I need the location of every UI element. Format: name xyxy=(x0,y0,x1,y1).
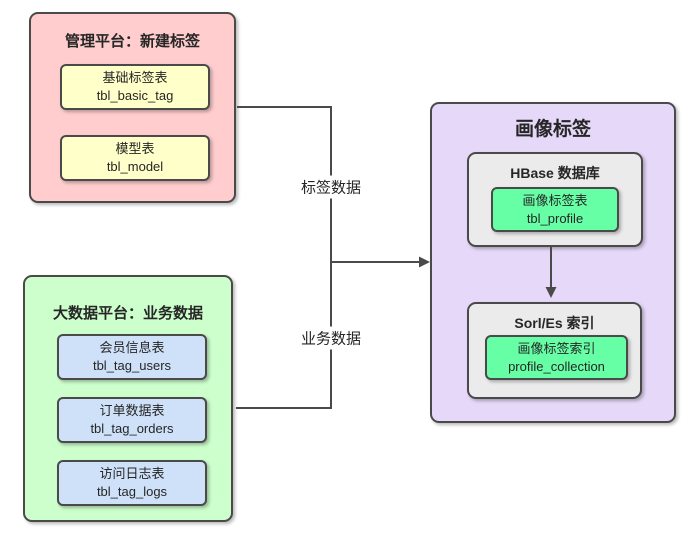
table-tag-users: 会员信息表 tbl_tag_users xyxy=(57,334,207,380)
hbase-title: HBase 数据库 xyxy=(510,165,600,181)
table-model: 模型表 tbl_model xyxy=(60,135,210,181)
table-name: 画像标签索引 xyxy=(517,340,596,356)
table-code: tbl_tag_users xyxy=(92,358,172,373)
merge-connector-line xyxy=(236,106,332,409)
table-code: tbl_tag_orders xyxy=(90,421,174,436)
table-profile-collection: 画像标签索引 profile_collection xyxy=(485,335,628,380)
table-code: tbl_model xyxy=(106,159,164,174)
table-code: profile_collection xyxy=(508,358,605,374)
solr-es-box: Sorl/Es 索引 画像标签索引 profile_collection xyxy=(467,302,642,399)
table-name: 基础标签表 xyxy=(102,70,168,86)
profile-tags-title: 画像标签 xyxy=(514,119,591,140)
bigdata-platform-title: 大数据平台：业务数据 xyxy=(52,305,203,322)
profile-tags-box: 画像标签 HBase 数据库 画像标签表 tbl_profile Sorl/Es… xyxy=(430,102,676,423)
table-code: tbl_tag_logs xyxy=(96,484,168,499)
table-basic-tag: 基础标签表 tbl_basic_tag xyxy=(60,64,210,110)
table-name: 访问日志表 xyxy=(99,466,165,482)
solr-es-title: Sorl/Es 索引 xyxy=(514,315,595,331)
right-arrowhead-icon xyxy=(419,256,430,268)
bigdata-platform-box: 大数据平台：业务数据 会员信息表 tbl_tag_users 订单数据表 tbl… xyxy=(23,275,233,522)
table-name: 会员信息表 xyxy=(99,340,165,356)
table-name: 模型表 xyxy=(115,141,155,157)
table-code: tbl_basic_tag xyxy=(96,88,174,103)
business-data-edge-label: 业务数据 xyxy=(296,326,366,350)
table-code: tbl_profile xyxy=(526,210,584,226)
tag-data-edge-label: 标签数据 xyxy=(296,175,366,199)
table-profile: 画像标签表 tbl_profile xyxy=(491,187,619,232)
hbase-box: HBase 数据库 画像标签表 tbl_profile xyxy=(467,152,643,247)
table-tag-orders: 订单数据表 tbl_tag_orders xyxy=(57,397,207,443)
table-tag-logs: 访问日志表 tbl_tag_logs xyxy=(57,460,207,506)
table-name: 订单数据表 xyxy=(99,403,165,419)
management-platform-box: 管理平台：新建标签 基础标签表 tbl_basic_tag 模型表 tbl_mo… xyxy=(29,12,236,203)
management-platform-title: 管理平台：新建标签 xyxy=(64,33,200,50)
table-name: 画像标签表 xyxy=(522,192,588,208)
